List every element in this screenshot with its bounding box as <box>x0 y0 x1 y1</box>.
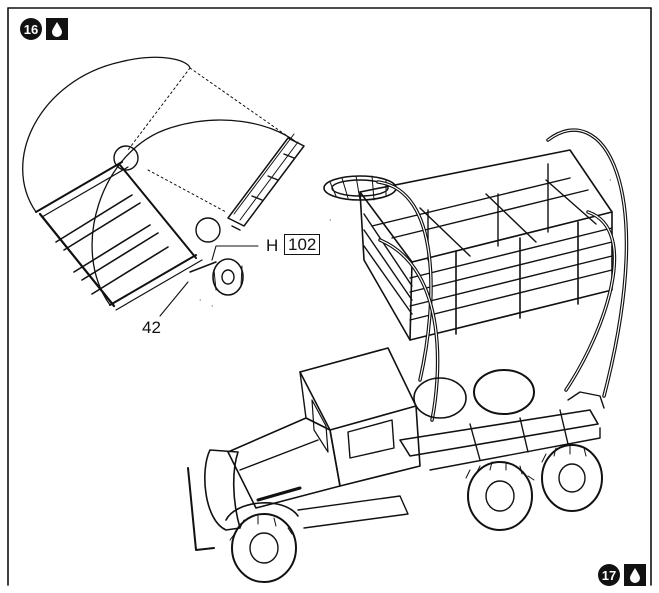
truck-cab <box>187 347 421 583</box>
step-17-badge: 17 <box>598 564 646 586</box>
part-letter-label: H <box>266 236 279 255</box>
front-wheel <box>231 513 297 583</box>
rear-wheel-4 <box>413 377 467 419</box>
page-frame <box>7 7 652 586</box>
rear-wheel-2 <box>541 444 603 512</box>
rear-wheel-1 <box>467 461 533 531</box>
truck-chassis <box>399 369 605 531</box>
part-number-box: 102 <box>284 234 321 255</box>
glue-drop-icon <box>46 18 68 40</box>
leader-h102 <box>211 245 259 261</box>
part-42-label: 42 <box>142 318 161 337</box>
rear-wheel-3 <box>473 369 535 415</box>
step-16-badge: 16 <box>20 18 68 40</box>
glue-drop-icon <box>624 564 646 586</box>
spare-wheel-part <box>323 175 397 201</box>
step-number: 17 <box>598 564 620 586</box>
leader-42 <box>159 281 189 317</box>
ladder-frame-assembly <box>22 56 305 317</box>
shading-dots <box>199 179 611 307</box>
cargo-box-part <box>359 149 613 341</box>
assembly-arrows <box>376 128 629 422</box>
side-rack-part <box>227 133 305 231</box>
small-wheel <box>212 258 244 296</box>
step-number: 16 <box>20 18 42 40</box>
